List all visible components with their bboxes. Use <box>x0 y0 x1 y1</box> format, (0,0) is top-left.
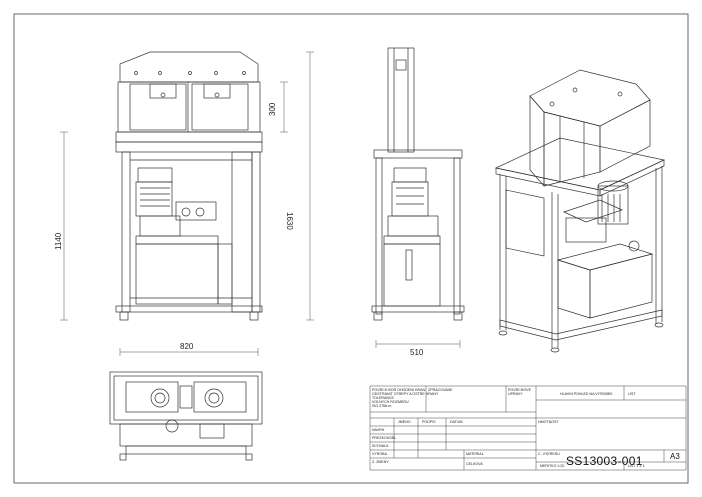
sheet-border <box>13 13 689 484</box>
col-sign: PODPIS <box>422 420 436 424</box>
row-label-approved: SCHVALIL <box>372 444 390 448</box>
tolerance-note: POVRCH BOR OHODENI HRAN ODSTRANIT OTREPY… <box>372 388 439 408</box>
scale-label: MERITKO 1:20 <box>540 464 565 468</box>
title-block-grid <box>369 385 687 471</box>
row-label-checked: PREZKOUSEL <box>372 436 397 440</box>
dimension-300: 300 <box>268 102 277 116</box>
col-name: JMENO <box>398 420 411 424</box>
dimension-820: 820 <box>180 342 194 351</box>
material-label: MATERIAL <box>466 452 484 456</box>
processed-label: ZPRACOVANE <box>428 388 453 392</box>
side-dimensions <box>375 340 461 348</box>
side-view <box>371 47 465 321</box>
isometric-view <box>494 69 666 353</box>
front-view <box>115 51 263 321</box>
sheet-label: LIST <box>628 392 636 396</box>
drawing-number: SS13003-001 <box>566 454 643 468</box>
dimension-510: 510 <box>410 348 424 357</box>
row-label-change: Z. ZMENY <box>372 460 389 464</box>
dimension-1140: 1140 <box>54 232 63 250</box>
front-dimensions <box>60 51 314 356</box>
paper-format: A3 <box>670 452 680 461</box>
mass-label: HMOTNOST <box>538 420 559 424</box>
dimension-1630: 1630 <box>285 212 294 230</box>
description-label: HLAVNI POHLED NA VYROBEK <box>560 392 613 396</box>
top-view <box>109 371 263 461</box>
col-date: DATUM <box>450 420 463 424</box>
sheet-count: LIST 1 Z 1 <box>628 464 645 468</box>
row-label-design: NAVRH <box>372 428 385 432</box>
surface-label: POVRCHOVE UPRAVY <box>508 388 531 396</box>
mass-value: CELKOVA <box>466 462 483 466</box>
drawing-number-label: C. VYKRESU <box>538 452 560 456</box>
row-label-production: VYROBA <box>372 452 387 456</box>
